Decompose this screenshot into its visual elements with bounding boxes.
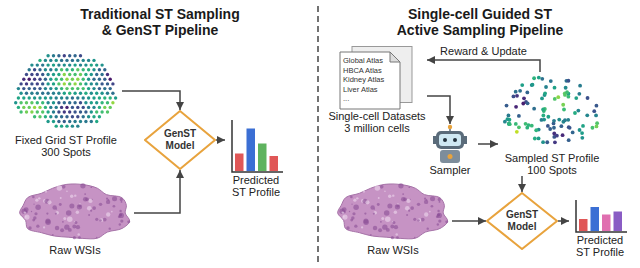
node-label: Predicted ST Profile: [225, 174, 287, 198]
document-text: Global AtlasHBCA AtlasKidney AtlasLiver …: [343, 56, 397, 104]
node-label: Raw WSIs: [367, 244, 418, 256]
flow-arrow: [558, 220, 569, 222]
wsi-image: Raw WSIs: [334, 182, 452, 256]
wsi-illustration: [16, 182, 134, 244]
atlas-name: Liver Atlas: [343, 85, 397, 95]
wsi-art: [334, 182, 452, 244]
grid-art: [10, 48, 122, 134]
wsi-image: Raw WSIs: [16, 182, 134, 256]
flow-arrow: [427, 60, 540, 72]
flow-arrow: [427, 96, 450, 124]
atlas-name: HBCA Atlas: [343, 66, 397, 76]
node-label: Fixed Grid ST Profile: [15, 134, 117, 146]
flow-arrow: [216, 139, 225, 141]
bars-illustration: [570, 198, 630, 234]
robot-illustration: [422, 124, 478, 164]
node-label: Sampler: [430, 164, 471, 176]
panel-title: Single-cell Guided ST Active Sampling Pi…: [394, 6, 566, 38]
grid-illustration: [10, 48, 122, 134]
dataset-stack: Global AtlasHBCA AtlasKidney AtlasLiver …: [327, 46, 427, 134]
flow-arrow: [478, 143, 498, 145]
bars-illustration: [226, 118, 286, 174]
atlas-name: Global Atlas: [343, 56, 397, 66]
st-profile-grid: Fixed Grid ST Profile300 Spots: [10, 48, 122, 158]
sampler-robot: Sampler: [422, 124, 478, 176]
node-label: 3 million cells: [344, 122, 409, 134]
wsi-art: [16, 182, 134, 244]
prediction-chart: Predicted ST Profile: [569, 198, 631, 258]
docs-art: Global AtlasHBCA AtlasKidney AtlasLiver …: [334, 46, 420, 110]
flow-arrow: [122, 91, 180, 110]
node-label: Sampled ST Profile: [505, 152, 600, 164]
flow-arrow: [521, 176, 523, 192]
prediction-chart: Predicted ST Profile: [225, 118, 287, 198]
bars-art: [226, 118, 286, 174]
node-label: GenST Model: [500, 209, 544, 233]
model-diamond: GenST Model: [144, 110, 216, 170]
robot-art: [422, 124, 478, 164]
node-label: 100 Spots: [527, 164, 577, 176]
bars-art: [570, 198, 630, 234]
node-label: Single-cell Datasets: [328, 110, 425, 122]
atlas-name: Kidney Atlas: [343, 75, 397, 85]
sampled-st-profile: Sampled ST Profile100 Spots: [498, 72, 606, 176]
sparse-art: [498, 72, 606, 152]
model-diamond: GenST Model: [486, 192, 558, 250]
node-label: Predicted ST Profile: [569, 234, 631, 258]
divider-line: [317, 6, 319, 262]
sparse-illustration: [498, 72, 606, 152]
flow-arrow: [134, 170, 180, 213]
wsi-illustration: [334, 182, 452, 244]
panel-title: Traditional ST Sampling & GenST Pipeline: [75, 6, 245, 38]
flow-arrow: [452, 220, 486, 222]
node-label: Raw WSIs: [49, 244, 100, 256]
edge-label: Reward & Update: [438, 45, 529, 57]
node-label: GenST Model: [158, 128, 202, 152]
node-label: 300 Spots: [41, 146, 91, 158]
atlas-name: ...: [343, 94, 397, 104]
